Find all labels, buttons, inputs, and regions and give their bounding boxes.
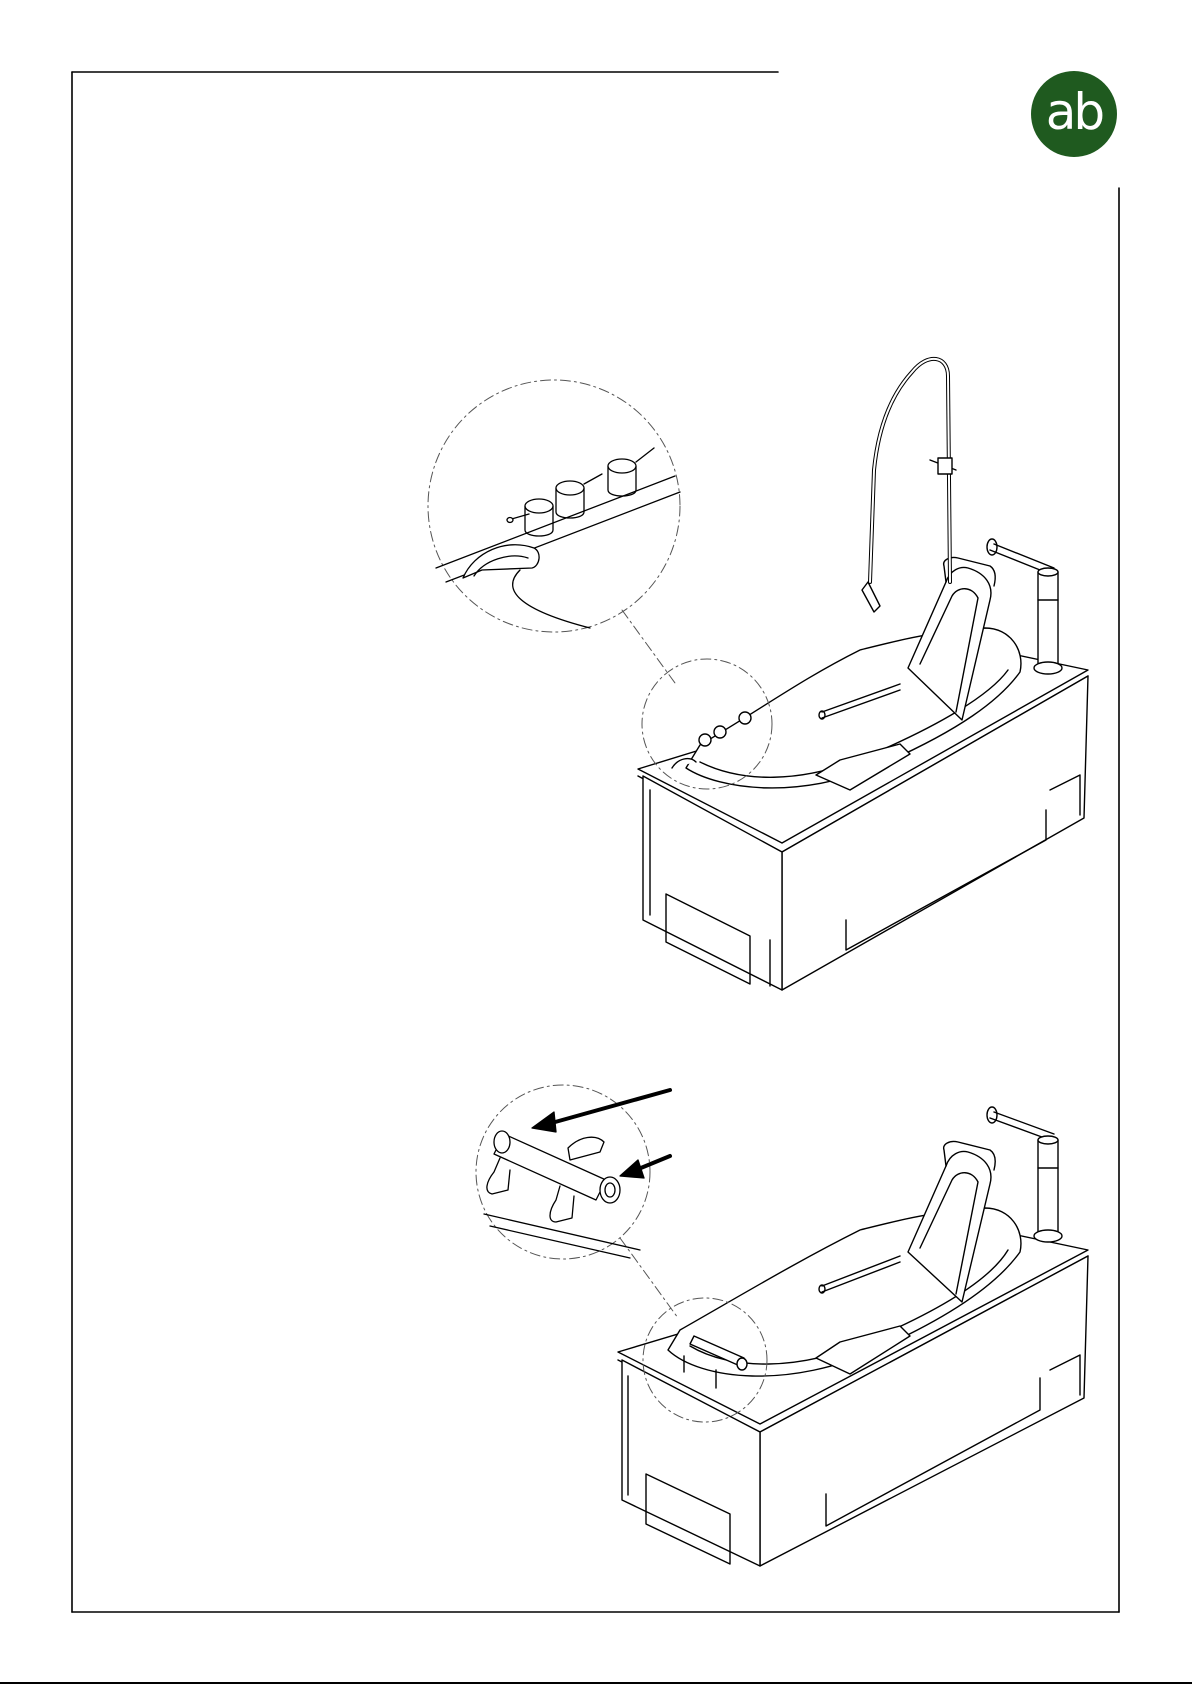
logo-text: ab — [1031, 77, 1117, 147]
tap-detail-circle-top — [428, 380, 680, 683]
mixer-detail-circle-bottom — [476, 1085, 678, 1318]
footer-rule — [0, 1682, 1192, 1684]
company-logo: ab — [1031, 71, 1117, 157]
bath-illustration-bottom — [618, 1107, 1088, 1566]
bath-illustration-top — [638, 359, 1088, 990]
